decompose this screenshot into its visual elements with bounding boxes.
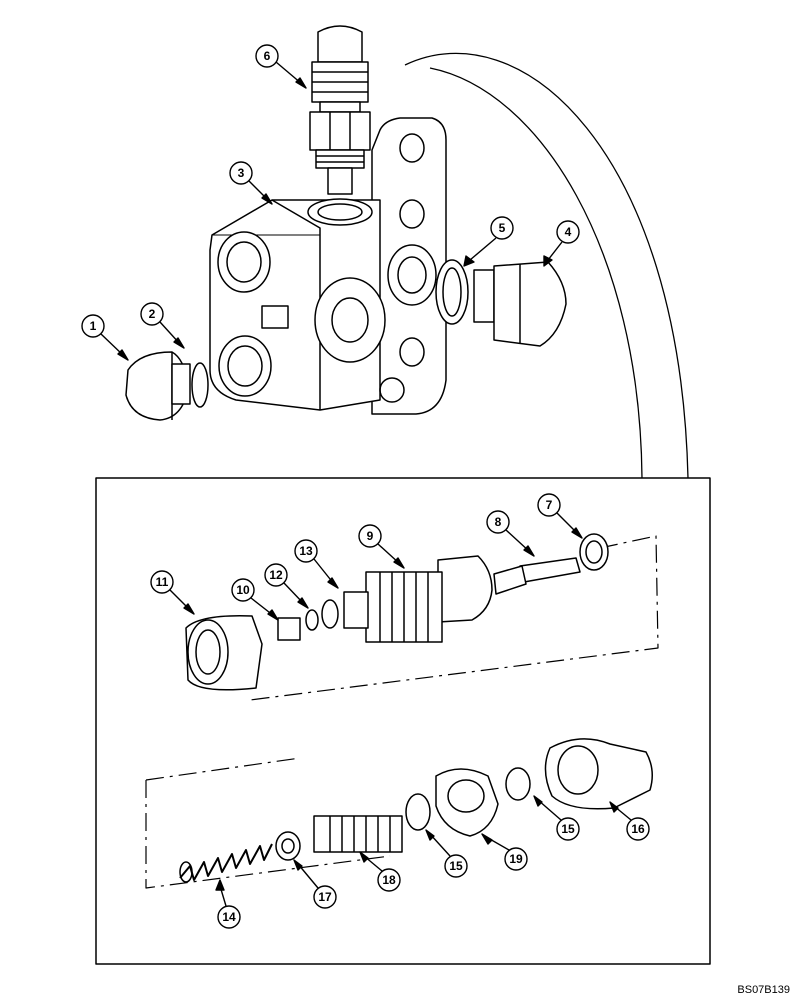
callout-13: 13 xyxy=(294,539,339,589)
callout-7: 7 xyxy=(537,493,583,539)
cartridge-detail-row xyxy=(185,533,659,701)
callout-19-label: 19 xyxy=(509,852,523,866)
callout-8: 8 xyxy=(486,510,535,557)
plug-right xyxy=(473,261,567,347)
spring-detail-row xyxy=(145,738,653,889)
plug-left xyxy=(125,351,191,421)
callout-8-label: 8 xyxy=(495,515,502,529)
callout-9: 9 xyxy=(358,524,405,569)
callout-5-label: 5 xyxy=(499,221,506,235)
callout-3: 3 xyxy=(229,161,273,205)
callout-1-label: 1 xyxy=(90,319,97,333)
callout-14-label: 14 xyxy=(222,910,236,924)
callout-2: 2 xyxy=(140,302,185,349)
callout-13-label: 13 xyxy=(299,544,313,558)
callout-3-label: 3 xyxy=(238,166,245,180)
callout-1: 1 xyxy=(81,314,129,361)
callout-16-label: 16 xyxy=(631,822,645,836)
callout-18: 18 xyxy=(359,851,401,892)
callout-15-left-label: 15 xyxy=(449,859,463,873)
callout-4: 4 xyxy=(543,220,580,267)
callout-7-label: 7 xyxy=(546,498,553,512)
callout-9-label: 9 xyxy=(367,529,374,543)
callout-12-label: 12 xyxy=(269,568,283,582)
callout-15-right-label: 15 xyxy=(561,822,575,836)
leader-curve-outer xyxy=(404,52,689,479)
callout-16: 16 xyxy=(609,801,650,841)
callout-2-label: 2 xyxy=(149,307,156,321)
callout-17: 17 xyxy=(293,859,337,909)
callout-19: 19 xyxy=(481,833,528,871)
relief-valve-cartridge xyxy=(309,25,371,195)
detail-inset-frame xyxy=(95,477,711,965)
o-ring-left xyxy=(191,362,209,408)
callout-11: 11 xyxy=(150,570,195,615)
leader-curve-inner xyxy=(429,67,643,479)
callout-15-right: 15 xyxy=(533,795,580,841)
callout-6: 6 xyxy=(255,44,307,89)
callout-4-label: 4 xyxy=(565,225,572,239)
o-ring-right xyxy=(435,259,469,325)
callout-17-label: 17 xyxy=(318,890,332,904)
reference-code: BS07B139 xyxy=(737,984,790,996)
callout-15-left: 15 xyxy=(425,829,468,878)
callout-14: 14 xyxy=(215,879,241,929)
callout-5: 5 xyxy=(463,216,514,267)
callout-10-label: 10 xyxy=(236,583,250,597)
callout-6-label: 6 xyxy=(264,49,271,63)
callout-18-label: 18 xyxy=(382,873,396,887)
callout-10: 10 xyxy=(231,578,279,621)
valve-body xyxy=(209,117,447,415)
callout-12: 12 xyxy=(264,563,309,609)
callout-11-label: 11 xyxy=(156,575,169,589)
